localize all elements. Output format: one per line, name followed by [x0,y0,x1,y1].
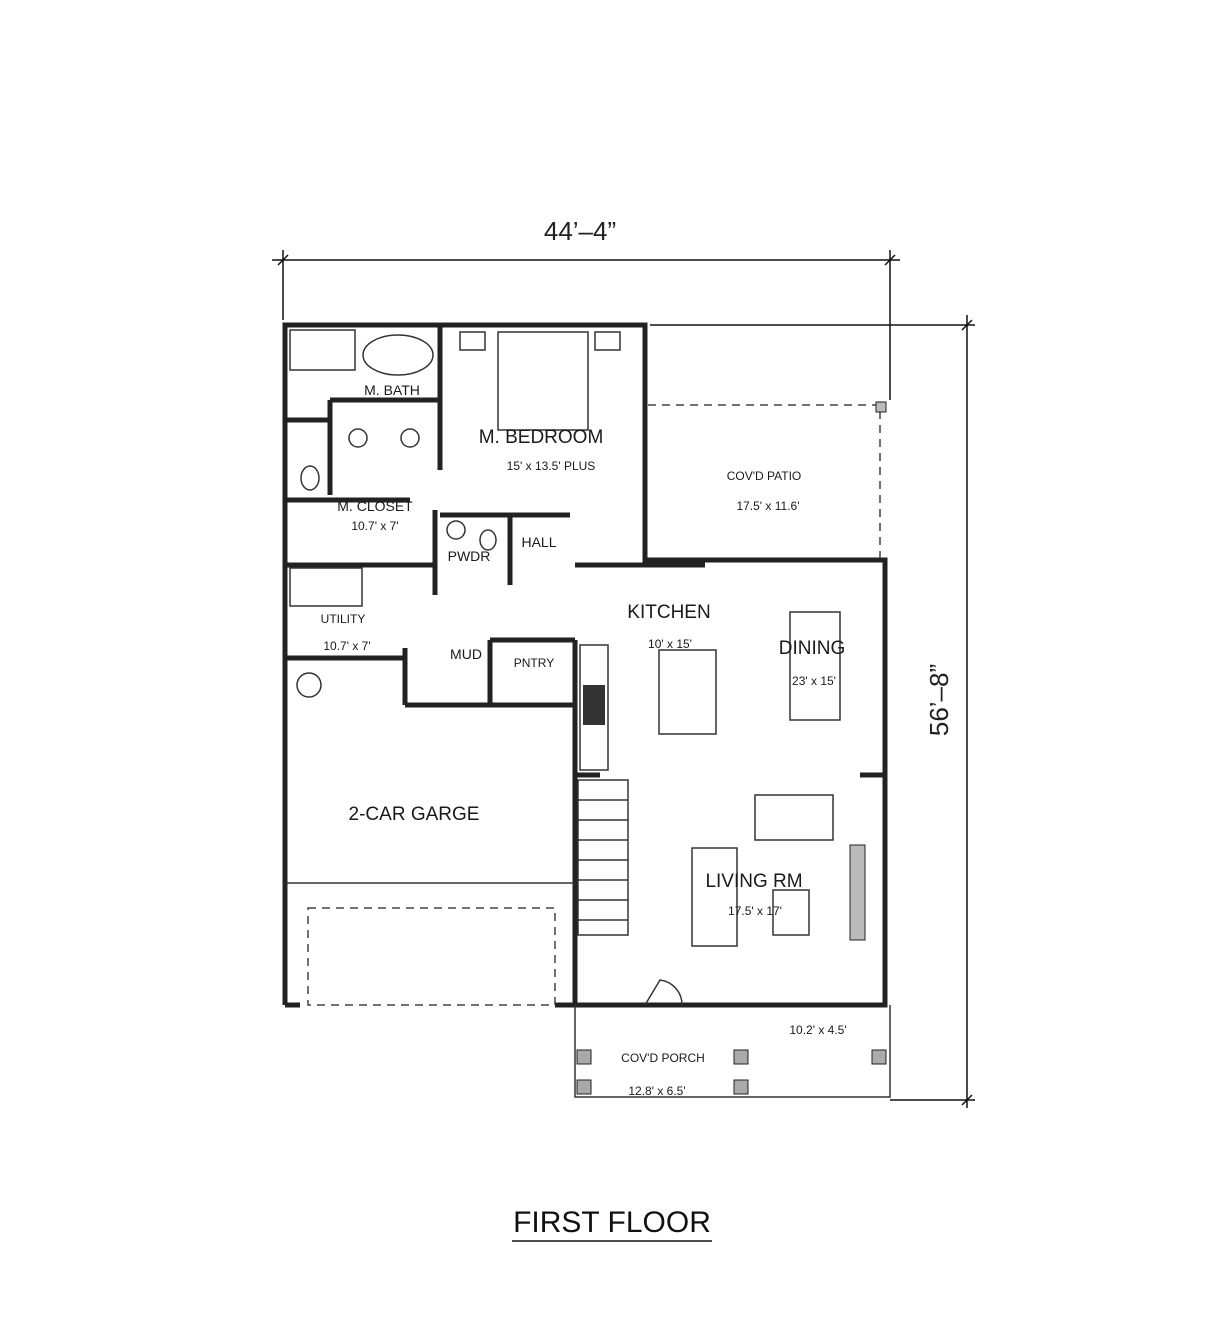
bed-icon [497,331,589,431]
fireplace-icon [849,844,866,941]
room-labels: M. BATH M. BEDROOM 15' x 13.5' PLUS M. C… [321,382,847,1098]
water-heater-icon [296,672,322,698]
living-label: LIVING RM [705,871,802,892]
utility-size: 10.7' x 7' [323,639,370,653]
porch-outline [574,1005,891,1098]
washer-dryer-icon [289,567,363,607]
counter [579,644,609,771]
stairs-icon [577,779,629,936]
sofa-icon [754,794,834,841]
depth-dimension: 56’–8” [650,315,975,1108]
sink-icon [400,428,420,448]
dining-table-icon [789,611,841,721]
floor-title: FIRST FLOOR [513,1206,711,1239]
width-label: 44’–4” [544,216,616,246]
porch-label: COV'D PORCH [621,1051,705,1065]
dining-label: DINING [779,638,846,659]
m-bedroom-label: M. BEDROOM [479,427,604,448]
patio-size: 17.5' x 11.6' [736,499,799,513]
fixtures [289,329,866,1006]
pntry-label: PNTRY [514,656,554,670]
toilet-icon [300,465,320,491]
sink-icon [348,428,368,448]
garage-label: 2-CAR GARGE [349,804,480,825]
porch-size: 12.8' x 6.5' [628,1084,685,1098]
hall-label: HALL [521,534,556,550]
sofa-icon [691,847,738,947]
range-icon [583,685,605,725]
m-closet-label: M. CLOSET [337,498,413,514]
shower-icon [289,329,356,371]
kitchen-size: 10' x 15' [648,637,692,651]
front-door-icon [644,979,683,1006]
width-dimension: 44’–4” [272,216,900,400]
m-bath-label: M. BATH [364,382,420,398]
toilet-icon [479,529,497,551]
pwdr-label: PWDR [448,548,491,564]
walls [282,322,888,1008]
m-bedroom-size: 15' x 13.5' PLUS [507,459,596,473]
depth-label: 56’–8” [924,664,954,736]
kitchen-label: KITCHEN [627,602,710,623]
utility-label: UTILITY [321,612,366,626]
mud-label: MUD [450,646,482,662]
patio-outline [648,401,887,558]
m-closet-size: 10.7' x 7' [351,519,398,533]
bathtub-icon [362,334,434,376]
side-porch-size: 10.2' x 4.5' [789,1023,846,1037]
coffee-table-icon [772,889,810,936]
patio-label: COV'D PATIO [727,469,802,483]
kitchen-island [658,649,717,735]
living-size: 17.5' x 17' [728,904,782,918]
sink-icon [446,520,466,540]
dining-size: 23' x 15' [792,674,836,688]
garage-door-outline [307,907,556,1006]
